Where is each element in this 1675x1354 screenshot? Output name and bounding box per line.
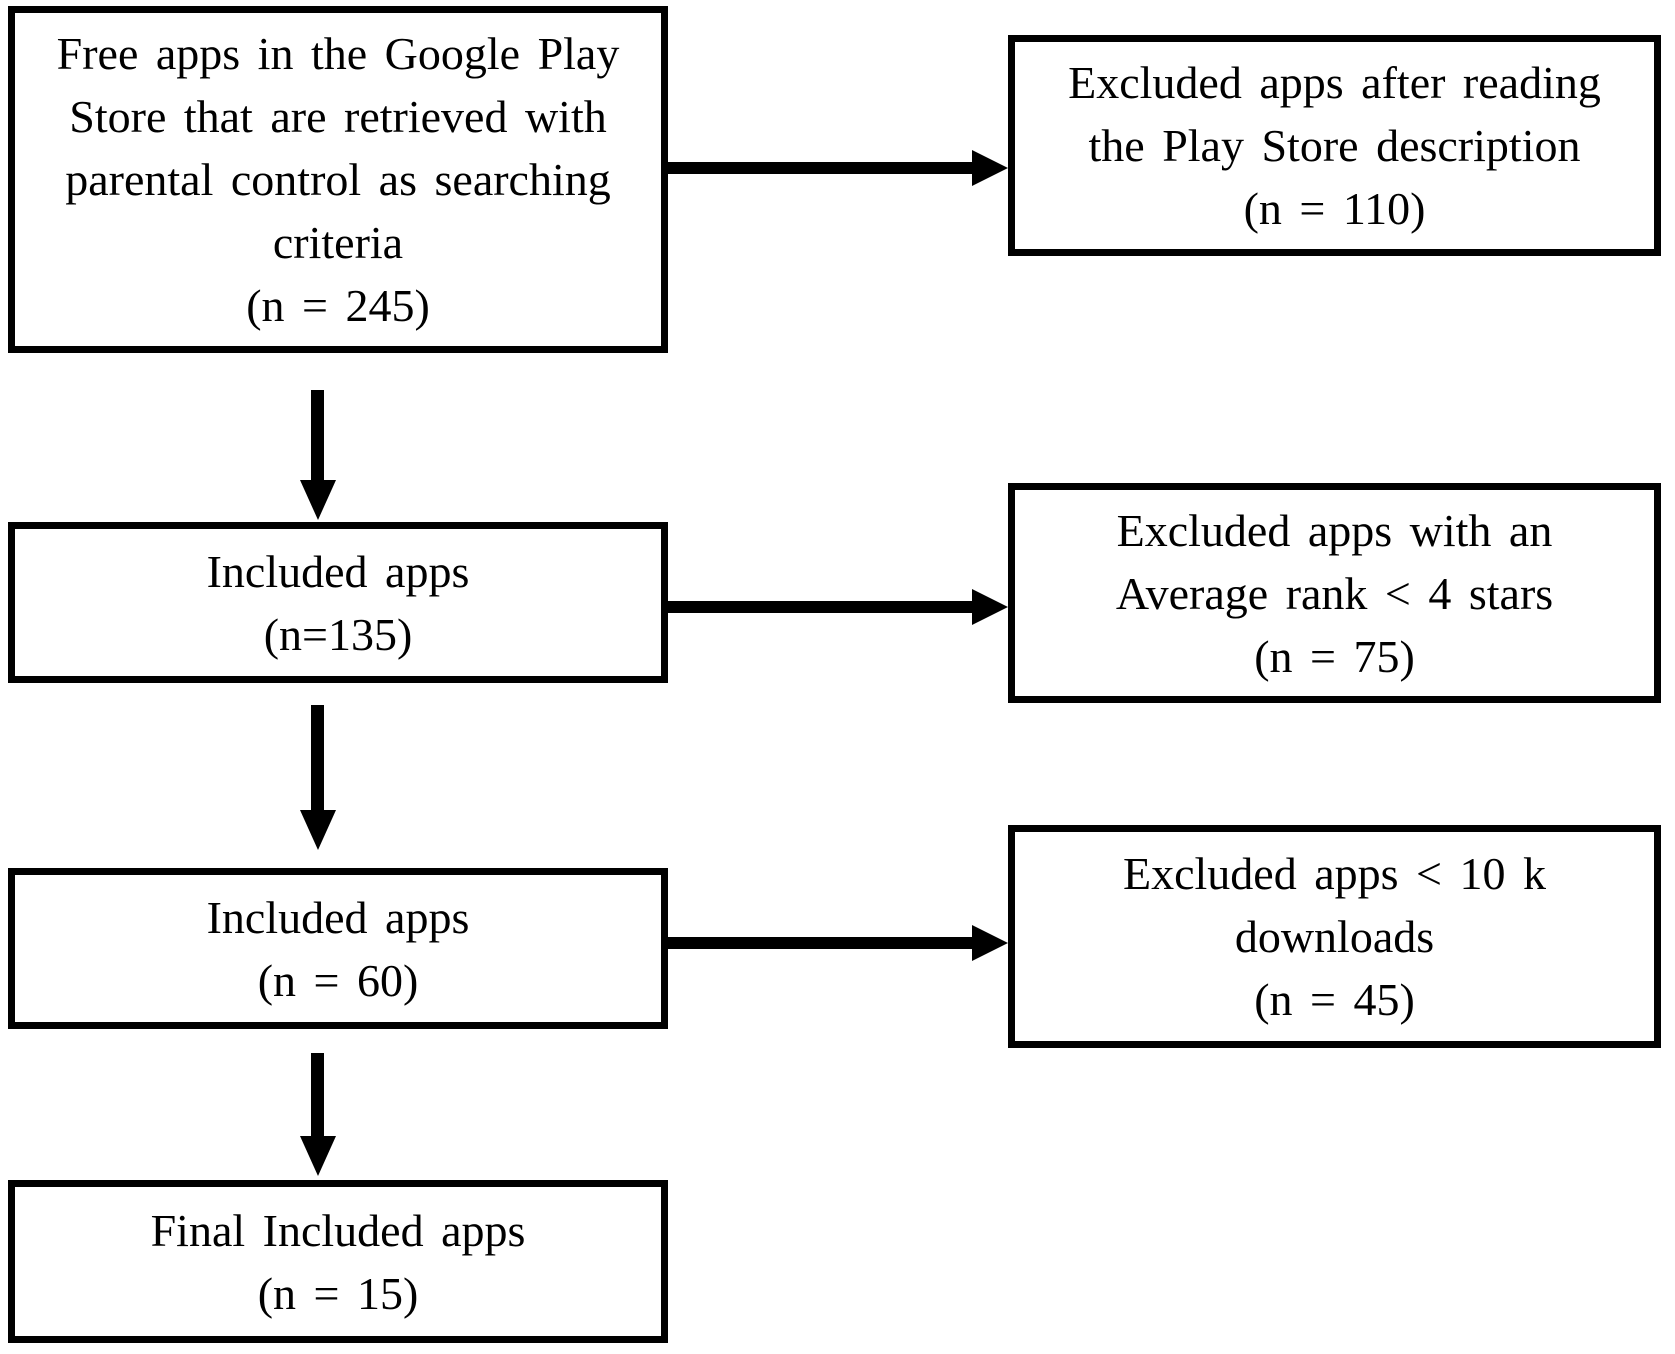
arrowhead-down-icon	[300, 1136, 336, 1176]
flowchart-box-included-60: Included apps (n = 60)	[8, 868, 668, 1029]
box-count-line: (n = 60)	[257, 954, 419, 1006]
box-count-line: (n = 110)	[1243, 183, 1426, 234]
flowchart-box-excluded-description: Excluded apps after reading the Play Sto…	[1008, 35, 1661, 256]
flowchart-box-final-included: Final Included apps (n = 15)	[8, 1180, 668, 1343]
box-text-line: Excluded apps after reading	[1068, 57, 1601, 108]
flowchart-box-excluded-downloads: Excluded apps < 10 k downloads (n = 45)	[1008, 825, 1661, 1048]
box-count-line: (n = 75)	[1254, 630, 1415, 682]
box-count-line: (n = 245)	[246, 280, 430, 331]
box-text-line: Excluded apps < 10 k	[1123, 848, 1546, 899]
arrow-source-to-included-135	[311, 390, 324, 482]
box-text-line: Included apps	[206, 891, 470, 943]
box-text-line: Included apps	[206, 545, 470, 597]
box-text-line: Excluded apps with an	[1116, 504, 1553, 556]
flowchart-box-source: Free apps in the Google Play Store that …	[8, 6, 668, 353]
arrowhead-right-icon	[972, 589, 1008, 625]
arrow-included-135-to-excluded-rank	[667, 601, 972, 613]
arrowhead-right-icon	[972, 925, 1008, 961]
arrowhead-down-icon	[300, 480, 336, 520]
box-count-line: (n=135)	[263, 608, 413, 660]
box-count-line: (n = 45)	[1254, 974, 1415, 1025]
box-text-line: Average rank < 4 stars	[1115, 567, 1554, 619]
flowchart-box-excluded-rank: Excluded apps with an Average rank < 4 s…	[1008, 483, 1661, 703]
box-text-line: criteria	[272, 217, 404, 268]
box-text-line: parental control as searching	[65, 154, 611, 205]
box-text-line: Free apps in the Google Play	[56, 28, 620, 79]
box-text-line: downloads	[1234, 911, 1435, 962]
box-count-line: (n = 15)	[257, 1267, 419, 1319]
box-text-line: Final Included apps	[150, 1204, 526, 1256]
arrowhead-right-icon	[972, 150, 1008, 186]
arrow-included-135-to-included-60	[311, 705, 324, 812]
arrow-source-to-excluded-description	[667, 162, 972, 174]
arrow-included-60-to-excluded-downloads	[667, 937, 972, 949]
box-text-line: the Play Store description	[1088, 120, 1581, 171]
flowchart-box-included-135: Included apps (n=135)	[8, 522, 668, 683]
box-text-line: Store that are retrieved with	[69, 91, 607, 142]
arrow-included-60-to-final-included	[311, 1053, 324, 1138]
arrowhead-down-icon	[300, 810, 336, 850]
